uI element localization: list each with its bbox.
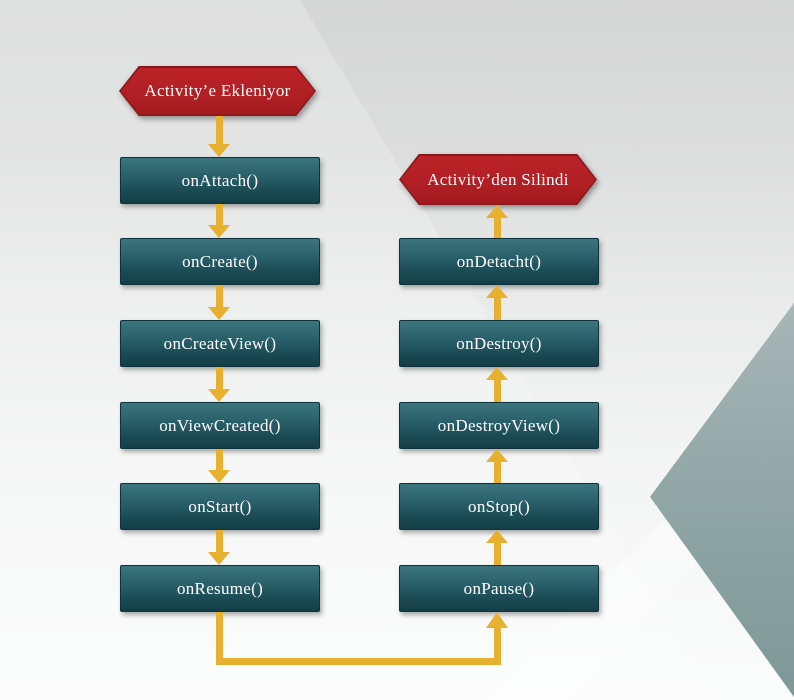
arrow-head-icon (486, 367, 508, 380)
arrow-down-onstart-to-onresume (208, 530, 230, 565)
node-onviewcreated: onViewCreated() (120, 402, 320, 449)
node-oncreate: onCreate() (120, 238, 320, 285)
arrow-head-icon (486, 205, 508, 218)
arrow-head-icon (208, 552, 230, 565)
arrow-shaft (215, 116, 223, 145)
arrow-head-icon (208, 389, 230, 402)
node-label: onCreateView() (163, 333, 277, 353)
node-onattach: onAttach() (120, 157, 320, 204)
node-label: onDestroyView() (437, 415, 561, 435)
arrow-head-icon (208, 225, 230, 238)
arrow-down-oncreate-to-oncreateview (208, 285, 230, 320)
arrow-up-onstop-to-ondestroyview (486, 449, 508, 483)
arrow-shaft (215, 367, 223, 390)
arrow-shaft (493, 379, 501, 402)
arrow-head-icon (486, 285, 508, 298)
arrow-shaft (493, 461, 501, 483)
arrow-up-ondestroyview-to-ondestroy (486, 367, 508, 402)
node-onstart: onStart() (120, 483, 320, 530)
arrow-shaft (493, 297, 501, 320)
terminal-fill: Activity’e Ekleniyor (120, 67, 315, 115)
arrow-down-start-to-onattach (208, 116, 230, 157)
arrow-head-icon (486, 449, 508, 462)
arrow-down-onviewcreated-to-onstart (208, 449, 230, 483)
arrow-shaft (215, 285, 223, 308)
arrow-up-ondetacht-to-end (486, 205, 508, 238)
terminal-removed-from-activity: Activity’den Silindi (399, 154, 597, 205)
node-label: onResume() (176, 578, 264, 598)
terminal-added-to-activity: Activity’e Ekleniyor (119, 66, 316, 116)
node-onresume: onResume() (120, 565, 320, 612)
node-label: onPause() (463, 578, 535, 598)
arrow-head-icon (208, 470, 230, 483)
arrow-shaft (215, 204, 223, 226)
terminal-fill: Activity’den Silindi (400, 155, 596, 204)
node-label: onDetacht() (456, 251, 542, 271)
loop-connector-horizontal-segment (216, 658, 501, 665)
node-label: onDestroy() (456, 333, 542, 353)
arrow-down-oncreateview-to-onviewcreated (208, 367, 230, 402)
loop-connector-arrow-head-icon (486, 612, 508, 628)
node-onstop: onStop() (399, 483, 599, 530)
terminal-end-label: Activity’den Silindi (427, 169, 569, 189)
arrow-head-icon (208, 144, 230, 157)
node-label: onStop() (468, 496, 530, 516)
arrow-head-icon (208, 307, 230, 320)
node-ondetacht: onDetacht() (399, 238, 599, 285)
arrow-shaft (493, 217, 501, 238)
node-label: onViewCreated() (159, 415, 281, 435)
node-ondestroyview: onDestroyView() (399, 402, 599, 449)
node-ondestroy: onDestroy() (399, 320, 599, 367)
node-label: onAttach() (181, 170, 259, 190)
node-oncreateview: onCreateView() (120, 320, 320, 367)
node-label: onCreate() (182, 251, 258, 271)
loop-connector-left-segment (216, 612, 223, 665)
node-onpause: onPause() (399, 565, 599, 612)
arrow-up-ondestroy-to-ondetacht (486, 285, 508, 320)
arrow-up-onpause-to-onstop (486, 530, 508, 565)
terminal-start-label: Activity’e Ekleniyor (144, 81, 291, 100)
arrow-shaft (215, 530, 223, 553)
arrow-shaft (215, 449, 223, 471)
node-label: onStart() (188, 496, 252, 516)
arrow-head-icon (486, 530, 508, 543)
arrow-shaft (493, 542, 501, 565)
arrow-down-onattach-to-oncreate (208, 204, 230, 238)
loop-connector-right-segment (494, 626, 501, 665)
